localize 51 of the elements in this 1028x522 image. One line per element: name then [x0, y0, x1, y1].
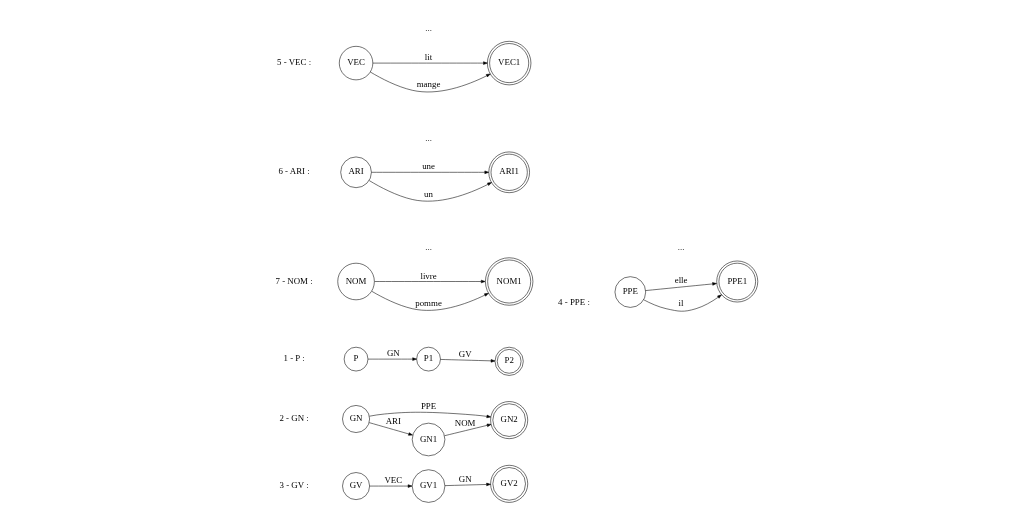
arrow [368, 422, 413, 436]
arrow [368, 412, 491, 419]
edge-label: GN [386, 348, 400, 359]
edge-label: GN [458, 473, 472, 484]
arrow [443, 423, 491, 436]
label: 7 - NOM : [275, 275, 313, 286]
arrow [372, 61, 488, 65]
label: ... [677, 241, 684, 252]
edge-label: une [421, 161, 435, 172]
arrow [368, 484, 412, 488]
arrow [644, 282, 717, 291]
node-circle: P [343, 346, 368, 372]
edge-label: il [678, 297, 684, 308]
edge-label: mange [416, 79, 440, 90]
node-circle: GN1 [411, 422, 445, 457]
label: ... [424, 23, 432, 34]
arrow [370, 170, 489, 174]
arrow [439, 359, 495, 363]
arrow [371, 291, 489, 311]
node-circle: PPE [614, 276, 646, 308]
arrow [369, 71, 491, 93]
node-circle: GV1 [411, 469, 445, 503]
edge-label: VEC [383, 475, 402, 486]
arrow [367, 357, 417, 361]
edge-label: PPE [420, 400, 436, 411]
node-circle: VEC [338, 46, 373, 81]
node-circle: GV [341, 472, 370, 500]
edge-label: GV [458, 349, 472, 360]
edge-label: pomme [414, 297, 442, 308]
edge-label: un [423, 188, 433, 199]
label: ... [424, 241, 432, 252]
label: 3 - GV : [279, 480, 309, 491]
arrow [368, 180, 492, 202]
label: 5 - VEC : [276, 57, 311, 68]
node-circle: P1 [415, 346, 441, 372]
edge-label: lit [424, 52, 432, 63]
arrow [444, 482, 491, 487]
node-circle: GN [341, 405, 370, 433]
label: 4 - PPE : [557, 296, 590, 307]
arrow [642, 294, 722, 312]
edge-label: livre [419, 270, 437, 281]
label: 6 - ARI : [277, 166, 310, 177]
node-circle: ARI [339, 156, 372, 188]
edge-label: NOM [454, 417, 475, 428]
label: 2 - GN : [278, 413, 309, 424]
label: ... [424, 132, 432, 143]
label: 1 - P : [283, 353, 305, 364]
arrow [373, 279, 485, 284]
node-circle: NOM [336, 262, 375, 301]
edge-label: ARI [385, 416, 401, 427]
edge-label: elle [674, 275, 688, 286]
